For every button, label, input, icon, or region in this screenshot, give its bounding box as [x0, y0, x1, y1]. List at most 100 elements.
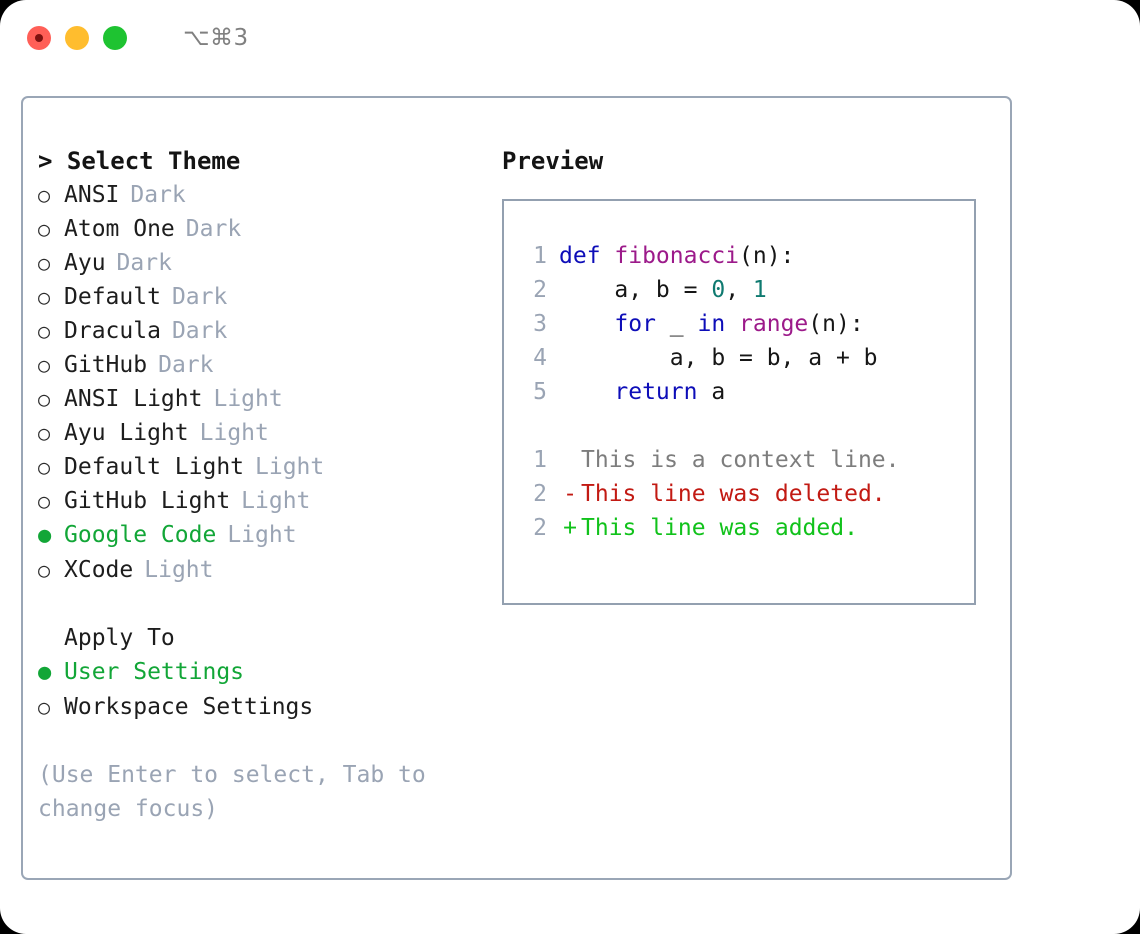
preview-title: Preview — [502, 147, 604, 175]
apply-to-option-user-settings[interactable]: ●User Settings — [38, 655, 478, 690]
theme-name: Dracula — [64, 318, 161, 344]
token-kw: def — [559, 243, 615, 269]
theme-variant-tag: Dark — [116, 250, 172, 276]
token-num: 0 — [711, 277, 726, 303]
code-text: def fibonacci(n): — [559, 239, 794, 273]
maximize-button[interactable] — [103, 26, 127, 50]
diff-text: This is a context line. — [581, 447, 900, 473]
token-fn: fibonacci — [614, 243, 740, 269]
diff-line-ctx: 1 This is a context line. — [519, 443, 966, 477]
theme-variant-tag: Light — [213, 386, 283, 412]
radio-unselected-icon: ○ — [38, 319, 51, 343]
radio-unselected-icon: ○ — [38, 387, 51, 411]
code-line: 2 a, b = 0, 1 — [519, 273, 966, 307]
theme-name: Default — [64, 284, 161, 310]
radio-unselected-icon: ○ — [38, 183, 51, 207]
radio-selected-icon: ● — [38, 660, 52, 685]
select-theme-header: > Select Theme — [38, 147, 241, 175]
token-plain: , — [725, 277, 753, 303]
line-number: 1 — [533, 447, 547, 473]
apply-to-list: ●User Settings ○ Workspace Settings — [38, 655, 478, 724]
token-plain — [559, 379, 614, 405]
theme-variant-tag: Dark — [158, 352, 214, 378]
theme-name: Google Code — [64, 522, 217, 548]
radio-unselected-icon: ○ — [38, 353, 51, 377]
theme-variant-tag: Light — [227, 522, 297, 548]
theme-variant-tag: Dark — [185, 216, 242, 242]
token-plain: a, b = — [559, 277, 712, 303]
code-text: a, b = 0, 1 — [559, 273, 767, 307]
theme-variant-tag: Light — [144, 557, 214, 583]
token-plain: _ — [655, 311, 698, 337]
theme-option-dracula[interactable]: ○ Dracula Dark — [38, 314, 478, 348]
token-fn: range — [739, 311, 809, 337]
radio-unselected-icon: ○ — [38, 251, 51, 275]
line-number: 4 — [533, 345, 547, 371]
token-plain: (n): — [808, 311, 864, 337]
code-line: 3 for _ in range(n): — [519, 307, 966, 341]
apply-to-label: Workspace Settings — [64, 694, 314, 720]
apply-to-option-workspace-settings[interactable]: ○ Workspace Settings — [38, 690, 478, 724]
title-bar: ⌥⌘3 — [0, 0, 1140, 76]
keyboard-shortcut-label: ⌥⌘3 — [183, 25, 249, 51]
theme-name: GitHub Light — [64, 488, 231, 514]
token-kw: return — [614, 379, 698, 405]
theme-variant-tag: Light — [199, 420, 269, 446]
theme-option-ayu[interactable]: ○ Ayu Dark — [38, 246, 478, 280]
radio-unselected-icon: ○ — [38, 421, 51, 445]
list-spacer — [38, 587, 478, 621]
diff-marker: - — [563, 481, 577, 507]
diff-text: This line was deleted. — [581, 481, 886, 507]
theme-option-github-light[interactable]: ○ GitHub Light Light — [38, 484, 478, 518]
theme-option-ayu-light[interactable]: ○ Ayu Light Light — [38, 416, 478, 450]
theme-name: Ayu — [64, 250, 106, 276]
diff-sample: 1 This is a context line.2-This line was… — [519, 443, 966, 545]
minimize-button[interactable] — [65, 26, 89, 50]
line-number: 2 — [533, 515, 547, 541]
radio-unselected-icon: ○ — [38, 695, 51, 719]
close-button[interactable] — [27, 26, 51, 50]
token-plain — [725, 311, 739, 337]
radio-unselected-icon: ○ — [38, 489, 51, 513]
apply-to-header: Apply To — [64, 625, 175, 651]
theme-variant-tag: Light — [241, 488, 311, 514]
code-text: return a — [559, 375, 725, 409]
code-text: for _ in range(n): — [559, 307, 864, 341]
token-plain — [559, 311, 614, 337]
theme-name: Ayu Light — [64, 420, 189, 446]
radio-unselected-icon: ○ — [38, 285, 51, 309]
theme-variant-tag: Dark — [171, 284, 228, 310]
code-text: a, b = b, a + b — [559, 341, 878, 375]
traffic-lights — [27, 26, 127, 50]
diff-line-del: 2-This line was deleted. — [519, 477, 966, 511]
theme-name: XCode — [64, 557, 134, 583]
line-number: 3 — [533, 311, 547, 337]
token-num: 1 — [752, 277, 767, 303]
token-plain: (n): — [739, 243, 795, 269]
code-line: 4 a, b = b, a + b — [519, 341, 966, 375]
line-number: 2 — [533, 481, 547, 507]
token-kw: in — [697, 311, 726, 337]
theme-variant-tag: Dark — [130, 182, 186, 208]
theme-option-ansi[interactable]: ○ ANSI Dark — [38, 178, 478, 212]
theme-variant-tag: Dark — [171, 318, 228, 344]
code-diff-spacer — [519, 409, 966, 443]
theme-name: ANSI — [64, 182, 120, 208]
diff-marker — [559, 443, 581, 477]
theme-option-default[interactable]: ○ Default Dark — [38, 280, 478, 314]
line-number: 2 — [533, 277, 547, 303]
theme-variant-tag: Light — [255, 454, 325, 480]
